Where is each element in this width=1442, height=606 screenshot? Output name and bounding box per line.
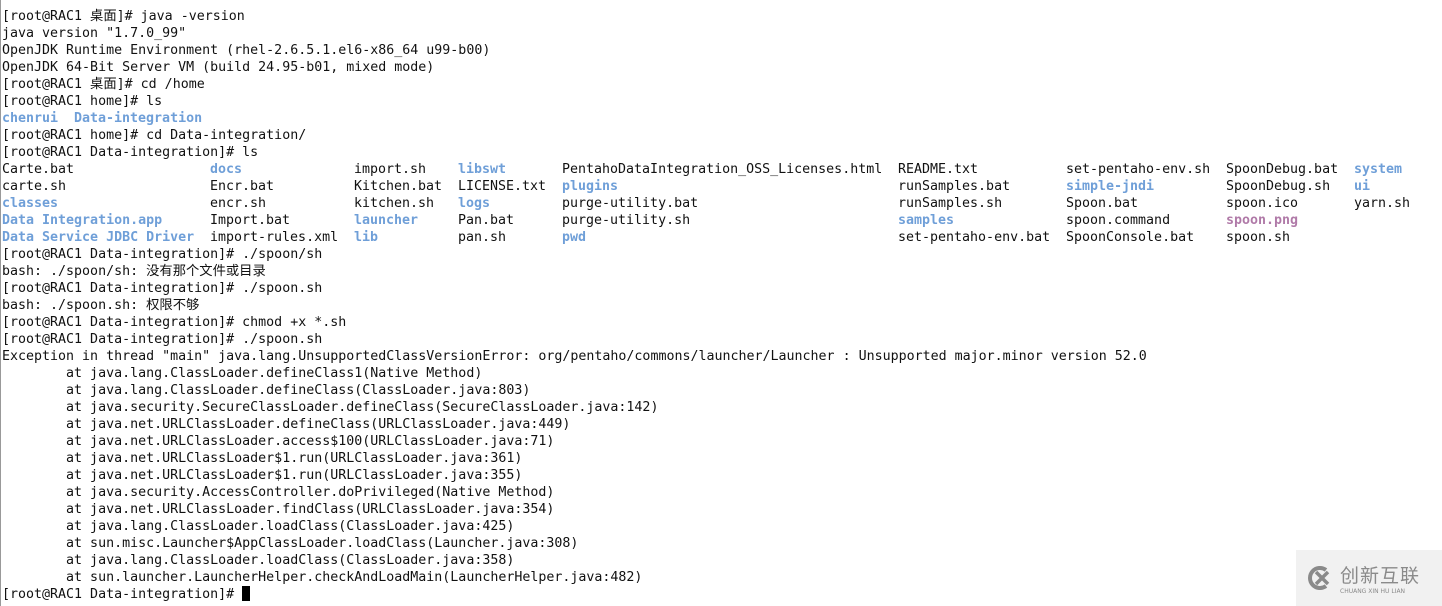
ls-entry: logs <box>458 196 491 211</box>
terminal-line: Exception in thread "main" java.lang.Uns… <box>2 349 1147 364</box>
terminal-line: at java.net.URLClassLoader.access$100(UR… <box>2 434 555 449</box>
ls-entry: import.sh <box>354 162 427 177</box>
watermark-title: 创新互联 <box>1340 565 1421 587</box>
ls-entry: pwd <box>562 230 587 245</box>
ls-entry: pan.sh <box>458 230 507 245</box>
cx-logo-icon <box>1308 566 1330 590</box>
prompt-text: [root@RAC1 Data-integration]# <box>2 587 243 602</box>
ls-entry: spoon.command <box>1066 213 1171 228</box>
ls-entry: Pan.bat <box>458 213 515 228</box>
ls-entry: Data Integration.app <box>2 213 163 228</box>
ls-entry: kitchen.sh <box>354 196 435 211</box>
terminal-line: [root@RAC1 桌面]# cd /home <box>2 77 205 92</box>
terminal-output[interactable]: [root@RAC1 桌面]# java -version java versio… <box>2 8 1410 603</box>
terminal-line: at java.lang.ClassLoader.defineClass1(Na… <box>2 366 483 381</box>
terminal-line: at java.lang.ClassLoader.loadClass(Class… <box>2 553 515 568</box>
terminal-line: [root@RAC1 Data-integration]# ./spoon.sh <box>2 332 323 347</box>
terminal-line: java version "1.7.0_99" <box>2 26 187 41</box>
ls-entry: chenrui <box>2 111 59 126</box>
terminal-line: [root@RAC1 Data-integration]# ./spoon/sh <box>2 247 323 262</box>
ls-entry: Data Service JDBC Driver <box>2 230 195 245</box>
ls-entry: classes <box>2 196 59 211</box>
ls-entry: Encr.bat <box>210 179 275 194</box>
terminal-line: at java.lang.ClassLoader.loadClass(Class… <box>2 519 515 534</box>
ls-entry: SpoonDebug.bat <box>1226 162 1339 177</box>
ls-entry: Import.bat <box>210 213 291 228</box>
ls-entry: simple-jndi <box>1066 179 1155 194</box>
terminal-line: at java.security.AccessController.doPriv… <box>2 485 555 500</box>
ls-entry: launcher <box>354 213 419 228</box>
ls-entry: carte.sh <box>2 179 67 194</box>
ls-entry: README.txt <box>898 162 979 177</box>
terminal-line: at java.net.URLClassLoader.findClass(URL… <box>2 502 555 517</box>
ls-entry: libswt <box>458 162 507 177</box>
ls-output-row: chenrui Data-integration <box>2 110 1147 127</box>
terminal-line: at java.net.URLClassLoader.defineClass(U… <box>2 417 571 432</box>
terminal-line: [root@RAC1 Data-integration]# ls <box>2 145 259 160</box>
window-edge <box>0 0 1 606</box>
ls-entry: lib <box>354 230 379 245</box>
ls-entry: set-pentaho-env.sh <box>1066 162 1211 177</box>
terminal-line: OpenJDK Runtime Environment (rhel-2.6.5.… <box>2 43 491 58</box>
ls-entry: encr.sh <box>210 196 267 211</box>
terminal-line: at sun.launcher.LauncherHelper.checkAndL… <box>2 570 643 585</box>
terminal-line: at java.net.URLClassLoader$1.run(URLClas… <box>2 468 523 483</box>
cursor <box>242 586 251 601</box>
ls-entry: SpoonDebug.sh <box>1226 179 1331 194</box>
ls-entry: Data-integration <box>74 111 203 126</box>
terminal-line: [root@RAC1 Data-integration]# ./spoon.sh <box>2 281 323 296</box>
ls-entry: spoon.png <box>1226 213 1299 228</box>
ls-entry: Carte.bat <box>2 162 75 177</box>
ls-output-row: classes encr.sh kitchen.sh logs purge-utilit… <box>2 195 1410 212</box>
ls-entry: Kitchen.bat <box>354 179 443 194</box>
ls-entry: docs <box>210 162 243 177</box>
terminal-line: [root@RAC1 桌面]# java -version <box>2 9 245 24</box>
terminal-line: at sun.misc.Launcher$AppClassLoader.load… <box>2 536 579 551</box>
terminal-line: OpenJDK 64-Bit Server VM (build 24.95-b0… <box>2 60 435 75</box>
terminal-line: at java.lang.ClassLoader.defineClass(Cla… <box>2 383 531 398</box>
ls-entry: samples <box>898 213 955 228</box>
terminal-prompt-line[interactable]: [root@RAC1 Data-integration]# <box>2 586 1147 603</box>
ls-entry: system <box>1354 162 1403 177</box>
watermark: 创新互联 CHUANG XIN HU LIAN <box>1296 550 1442 606</box>
ls-entry: runSamples.sh <box>898 196 1003 211</box>
ls-output-row: Data Integration.app Import.bat launcher Pa… <box>2 212 1298 229</box>
ls-output-row: carte.sh Encr.bat Kitchen.bat LICENSE.txt pl… <box>2 178 1370 195</box>
ls-entry: yarn.sh <box>1354 196 1411 211</box>
ls-entry: plugins <box>562 179 619 194</box>
terminal-line: [root@RAC1 Data-integration]# chmod +x *… <box>2 315 347 330</box>
ls-output-row: Data Service JDBC Driver import-rules.xml… <box>2 229 1290 246</box>
ls-entry: Spoon.bat <box>1066 196 1139 211</box>
terminal-line: at java.net.URLClassLoader$1.run(URLClas… <box>2 451 523 466</box>
ls-entry: ui <box>1354 179 1371 194</box>
ls-entry: LICENSE.txt <box>458 179 547 194</box>
terminal-line: bash: ./spoon/sh: 没有那个文件或目录 <box>2 264 266 279</box>
ls-entry: import-rules.xml <box>210 230 339 245</box>
terminal-line: [root@RAC1 home]# ls <box>2 94 163 109</box>
ls-entry: SpoonConsole.bat <box>1066 230 1195 245</box>
ls-entry: purge-utility.bat <box>562 196 699 211</box>
ls-output-row: Carte.bat docs import.sh libswt PentahoDataI… <box>2 161 1402 178</box>
ls-entry: spoon.sh <box>1226 230 1291 245</box>
watermark-subtitle: CHUANG XIN HU LIAN <box>1340 588 1406 595</box>
ls-entry: set-pentaho-env.bat <box>898 230 1051 245</box>
ls-entry: spoon.ico <box>1226 196 1299 211</box>
terminal-line: [root@RAC1 home]# cd Data-integration/ <box>2 128 307 143</box>
ls-entry: PentahoDataIntegration_OSS_Licenses.html <box>562 162 883 177</box>
ls-entry: purge-utility.sh <box>562 213 691 228</box>
terminal-line: bash: ./spoon.sh: 权限不够 <box>2 298 200 313</box>
terminal-line: at java.security.SecureClassLoader.defin… <box>2 400 659 415</box>
ls-entry: runSamples.bat <box>898 179 1011 194</box>
